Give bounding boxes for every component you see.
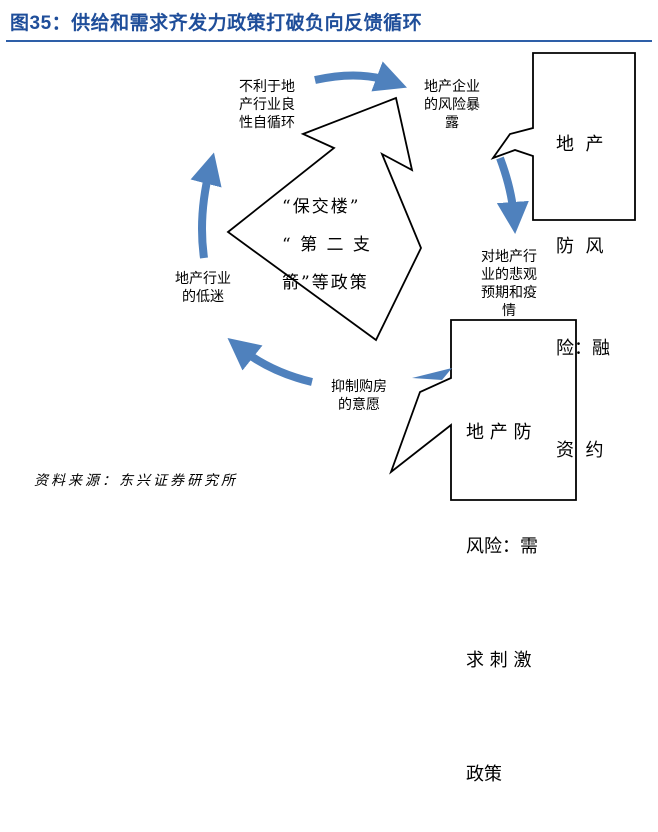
node-line: 对地产行 xyxy=(481,249,537,265)
callout-line: 求 刺 激 xyxy=(466,650,532,671)
callout-line: 地 产 xyxy=(556,134,604,155)
center-policy-text: “保交楼” “ 第 二 支 箭”等政策 xyxy=(282,188,422,302)
cycle-arrow-right xyxy=(496,156,529,234)
node-pessimistic-expectation: 对地产行 业的悲观 预期和疫 情 xyxy=(462,248,556,324)
callout-line: 险：融 xyxy=(556,338,610,359)
supply-callout-shape xyxy=(490,52,636,221)
figure-title: 图35：供给和需求齐发力政策打破负向反馈循环 xyxy=(10,8,422,35)
callout-line: 地 产 防 xyxy=(466,422,532,443)
callout-line: 资 约 xyxy=(556,440,604,461)
demand-callout-shape xyxy=(389,319,577,501)
node-line: 业的悲观 xyxy=(481,267,537,283)
node-risk-exposure: 地产企业 的风险暴 露 xyxy=(408,78,496,132)
node-line: 的风险暴 xyxy=(424,97,480,113)
callout-line: 政策 xyxy=(466,764,502,785)
node-suppress-purchase: 抑制购房 的意愿 xyxy=(318,378,400,414)
node-unfavorable-cycle: 不利于地 产行业良 性自循环 xyxy=(224,78,310,132)
policy-line: “ 第 二 支 xyxy=(282,235,372,255)
figure-number: 图35： xyxy=(10,13,72,34)
cycle-arrow-left xyxy=(190,152,222,259)
node-line: 地产行业 xyxy=(175,271,231,287)
node-line: 性自循环 xyxy=(239,115,295,131)
demand-callout-text: 地 产 防 风险：需 求 刺 激 政策 xyxy=(466,338,574,832)
figure-title-text: 供给和需求齐发力政策打破负向反馈循环 xyxy=(71,12,423,34)
node-line: 露 xyxy=(445,115,459,131)
policy-line: “保交楼” xyxy=(282,197,361,217)
cycle-diagram xyxy=(190,52,636,501)
demand-arrow-tip xyxy=(412,368,452,380)
node-industry-slump: 地产行业 的低迷 xyxy=(162,270,244,306)
node-line: 抑制购房 xyxy=(331,379,387,395)
callout-line: 防 风 xyxy=(556,236,604,257)
node-line: 情 xyxy=(502,303,516,319)
source-note: 资料来源：东兴证券研究所 xyxy=(34,473,238,489)
node-line: 产行业良 xyxy=(239,97,295,113)
cycle-arrow-bottom xyxy=(227,338,313,386)
node-line: 的低迷 xyxy=(182,289,224,305)
title-divider xyxy=(6,40,652,42)
node-line: 预期和疫 xyxy=(481,285,537,301)
supply-callout-text: 地 产 防 风 险：融 资 约 xyxy=(556,60,634,502)
node-line: 地产企业 xyxy=(424,79,480,95)
node-line: 不利于地 xyxy=(239,79,295,95)
policy-line: 箭”等政策 xyxy=(282,273,369,293)
node-line: 的意愿 xyxy=(338,397,380,413)
policy-diamond-shape xyxy=(226,96,422,342)
callout-line: 风险：需 xyxy=(466,536,538,557)
cycle-arrow-top xyxy=(314,61,407,92)
